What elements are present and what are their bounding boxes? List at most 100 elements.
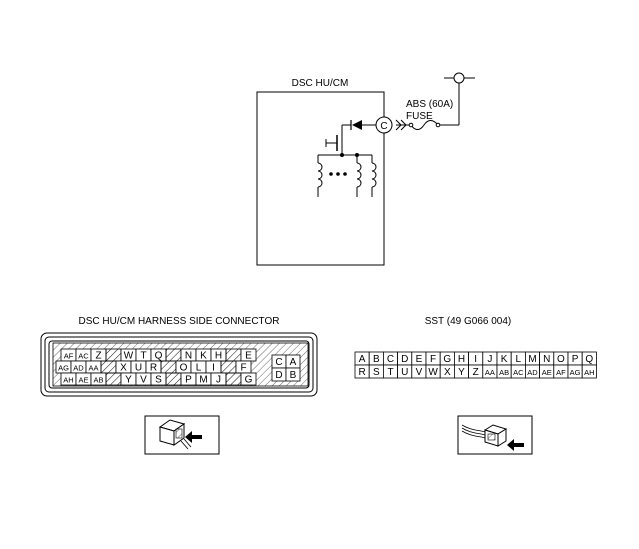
harness-pin: Q	[150, 348, 167, 362]
pin-label: AA	[88, 364, 98, 373]
pin-label: AE	[542, 368, 552, 377]
harness-connector-title: DSC HU/CM HARNESS SIDE CONNECTOR	[79, 316, 280, 327]
harness-pin: W	[120, 348, 137, 362]
harness-pin	[165, 348, 182, 362]
connector-outer-shell	[40, 332, 318, 397]
pin-label: B	[373, 354, 380, 365]
pin-label: AD	[73, 364, 84, 373]
pin-label: Q	[155, 351, 163, 362]
pin-label: E	[416, 354, 423, 365]
sst-pin: Z	[468, 364, 484, 379]
pin-label: H	[458, 354, 465, 365]
ellipsis-dots-icon	[329, 172, 347, 176]
sst-pin: S	[368, 364, 384, 379]
pin-label: O	[557, 354, 565, 365]
pin-label: G	[443, 354, 451, 365]
sst-pin: U	[397, 364, 413, 379]
pin-label: J	[487, 354, 492, 365]
connector-housing	[48, 340, 310, 389]
harness-pin	[225, 372, 242, 386]
fuse-icon	[395, 119, 441, 131]
harness-view-direction-icon	[144, 415, 220, 455]
pin-label: F	[240, 363, 246, 374]
sst-pin: N	[539, 351, 555, 366]
pin-label: M	[528, 354, 536, 365]
pin-label: AG	[570, 368, 581, 377]
harness-pin: AG	[55, 360, 72, 374]
pin-label: L	[516, 354, 522, 365]
sst-pin: M	[525, 351, 541, 366]
sst-pin: AE	[539, 364, 555, 379]
pin-label: Z	[95, 351, 101, 362]
harness-pin: G	[240, 372, 257, 386]
sst-pin: V	[411, 364, 427, 379]
pin-label: R	[150, 363, 157, 374]
harness-pin: V	[135, 372, 152, 386]
harness-pin: AD	[70, 360, 87, 374]
pin-label: F	[430, 354, 436, 365]
pin-label: AH	[63, 376, 73, 385]
harness-pin	[165, 372, 182, 386]
terminal-c-icon: C	[375, 116, 393, 134]
sst-connector-title: SST (49 G066 004)	[425, 316, 512, 327]
pin-label: O	[180, 363, 188, 374]
pin-label: V	[416, 367, 423, 378]
pin-label: Y	[125, 375, 132, 386]
harness-pin: P	[180, 372, 197, 386]
pin-label: N	[543, 354, 550, 365]
sst-pin: B	[368, 351, 384, 366]
harness-pin: H	[210, 348, 227, 362]
sst-pin: E	[411, 351, 427, 366]
pin-label: X	[120, 363, 127, 374]
harness-pin: F	[235, 360, 252, 374]
harness-pin: A	[285, 354, 301, 369]
pin-label: C	[275, 357, 282, 368]
sst-pin: O	[553, 351, 569, 366]
pin-label: D	[275, 370, 282, 381]
harness-pin: X	[115, 360, 132, 374]
harness-pin: C	[271, 354, 287, 369]
pin-label: C	[387, 354, 394, 365]
pin-label: I	[474, 354, 477, 365]
harness-pin	[105, 348, 122, 362]
harness-pin: AE	[75, 372, 92, 386]
sst-pin: AA	[482, 364, 498, 379]
pin-label: U	[401, 367, 408, 378]
sst-pin: F	[425, 351, 441, 366]
sst-pin: Q	[581, 351, 597, 366]
sst-pin: AC	[510, 364, 526, 379]
pin-label: X	[444, 367, 451, 378]
harness-pin	[225, 348, 242, 362]
pin-label: AH	[584, 368, 594, 377]
pin-label: H	[215, 351, 222, 362]
harness-pin: Z	[90, 348, 107, 362]
pin-label: P	[572, 354, 579, 365]
pin-label: Z	[473, 367, 479, 378]
sst-pin: W	[425, 364, 441, 379]
connector-shell-lip	[44, 336, 314, 393]
harness-pin: E	[240, 348, 257, 362]
harness-pin: M	[195, 372, 212, 386]
pin-label: AG	[58, 364, 69, 373]
harness-pin: AB	[90, 372, 107, 386]
harness-pin: R	[145, 360, 162, 374]
sst-pin: X	[439, 364, 455, 379]
pin-label: L	[196, 363, 202, 374]
pin-label: V	[140, 375, 147, 386]
fuse-label-line1: ABS (60A)	[406, 99, 453, 110]
pin-label: B	[290, 370, 297, 381]
harness-pin: J	[210, 372, 227, 386]
pin-label: AC	[78, 352, 89, 361]
pin-label: W	[124, 351, 134, 362]
pin-label: T	[387, 367, 393, 378]
pin-label: AB	[499, 368, 509, 377]
pin-label: AF	[64, 352, 74, 361]
harness-pin: AC	[75, 348, 92, 362]
harness-pin: D	[271, 367, 287, 382]
sst-pin: H	[453, 351, 469, 366]
solenoid-coil-icon	[317, 162, 323, 197]
